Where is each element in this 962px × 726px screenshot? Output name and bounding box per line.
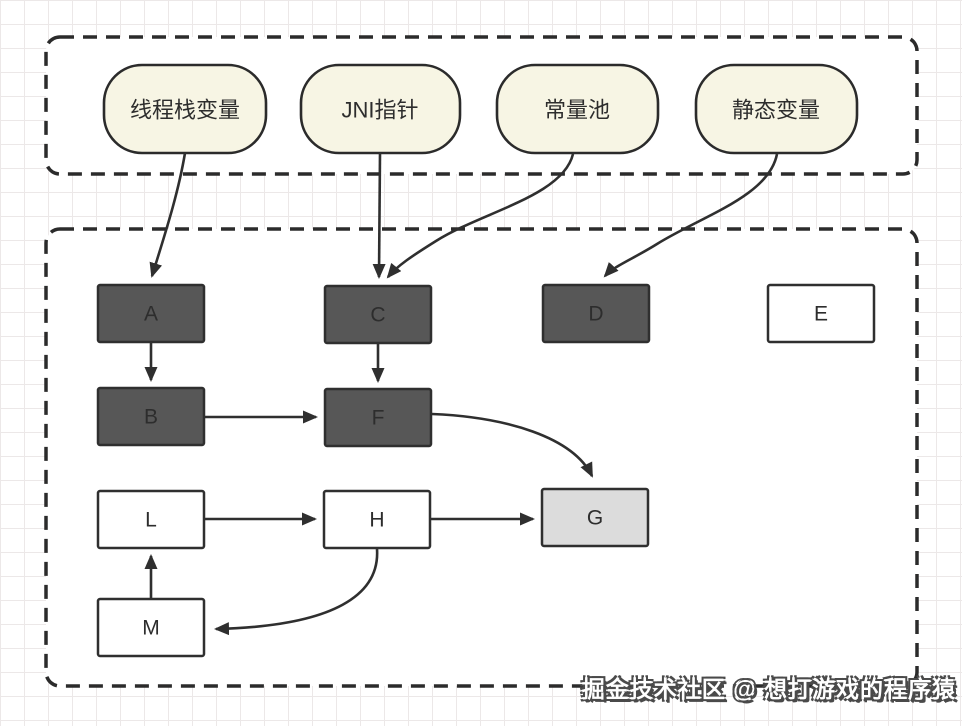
root-node-thread-stack: 线程栈变量 xyxy=(102,63,268,155)
heap-node-d-label: D xyxy=(588,303,603,326)
gc-roots-container xyxy=(44,35,919,176)
heap-node-m-label: M xyxy=(142,617,160,640)
heap-node-a: A xyxy=(96,283,206,344)
heap-node-l: L xyxy=(96,489,206,550)
root-node-constant-pool: 常量池 xyxy=(495,63,660,155)
root-label-static-variable: 静态变量 xyxy=(732,98,820,123)
heap-node-g: G xyxy=(540,487,650,548)
root-node-jni-pointer: JNI指针 xyxy=(299,63,462,155)
root-label-jni-pointer: JNI指针 xyxy=(341,98,418,123)
heap-node-e: E xyxy=(766,283,876,344)
edge-h-to-m xyxy=(214,548,379,636)
heap-node-m: M xyxy=(96,597,206,658)
heap-node-b-label: B xyxy=(144,406,158,429)
heap-node-g-label: G xyxy=(587,507,603,530)
heap-node-d: D xyxy=(541,283,651,344)
edge-constant-pool-to-c xyxy=(386,153,575,279)
heap-node-c-label: C xyxy=(370,304,385,327)
heap-node-e-label: E xyxy=(814,303,828,326)
heap-node-f-label: F xyxy=(372,407,385,430)
edge-jni-to-c xyxy=(372,152,386,279)
root-label-constant-pool: 常量池 xyxy=(544,98,610,123)
heap-node-h: H xyxy=(322,489,432,550)
heap-node-l-label: L xyxy=(145,509,157,532)
heap-node-f: F xyxy=(323,387,433,448)
watermark-text: 掘金技术社区 @ 想打游戏的程序猿 xyxy=(581,676,956,702)
edge-static-to-d xyxy=(603,153,779,278)
heap-node-c: C xyxy=(323,284,433,345)
root-node-static-variable: 静态变量 xyxy=(694,63,859,155)
heap-node-h-label: H xyxy=(369,509,384,532)
root-label-thread-stack: 线程栈变量 xyxy=(130,98,240,123)
heap-node-b: B xyxy=(96,386,206,447)
edge-f-to-g xyxy=(431,412,594,478)
heap-container xyxy=(44,227,919,688)
heap-node-a-label: A xyxy=(144,303,158,326)
edge-thread-stack-to-a xyxy=(149,152,187,278)
